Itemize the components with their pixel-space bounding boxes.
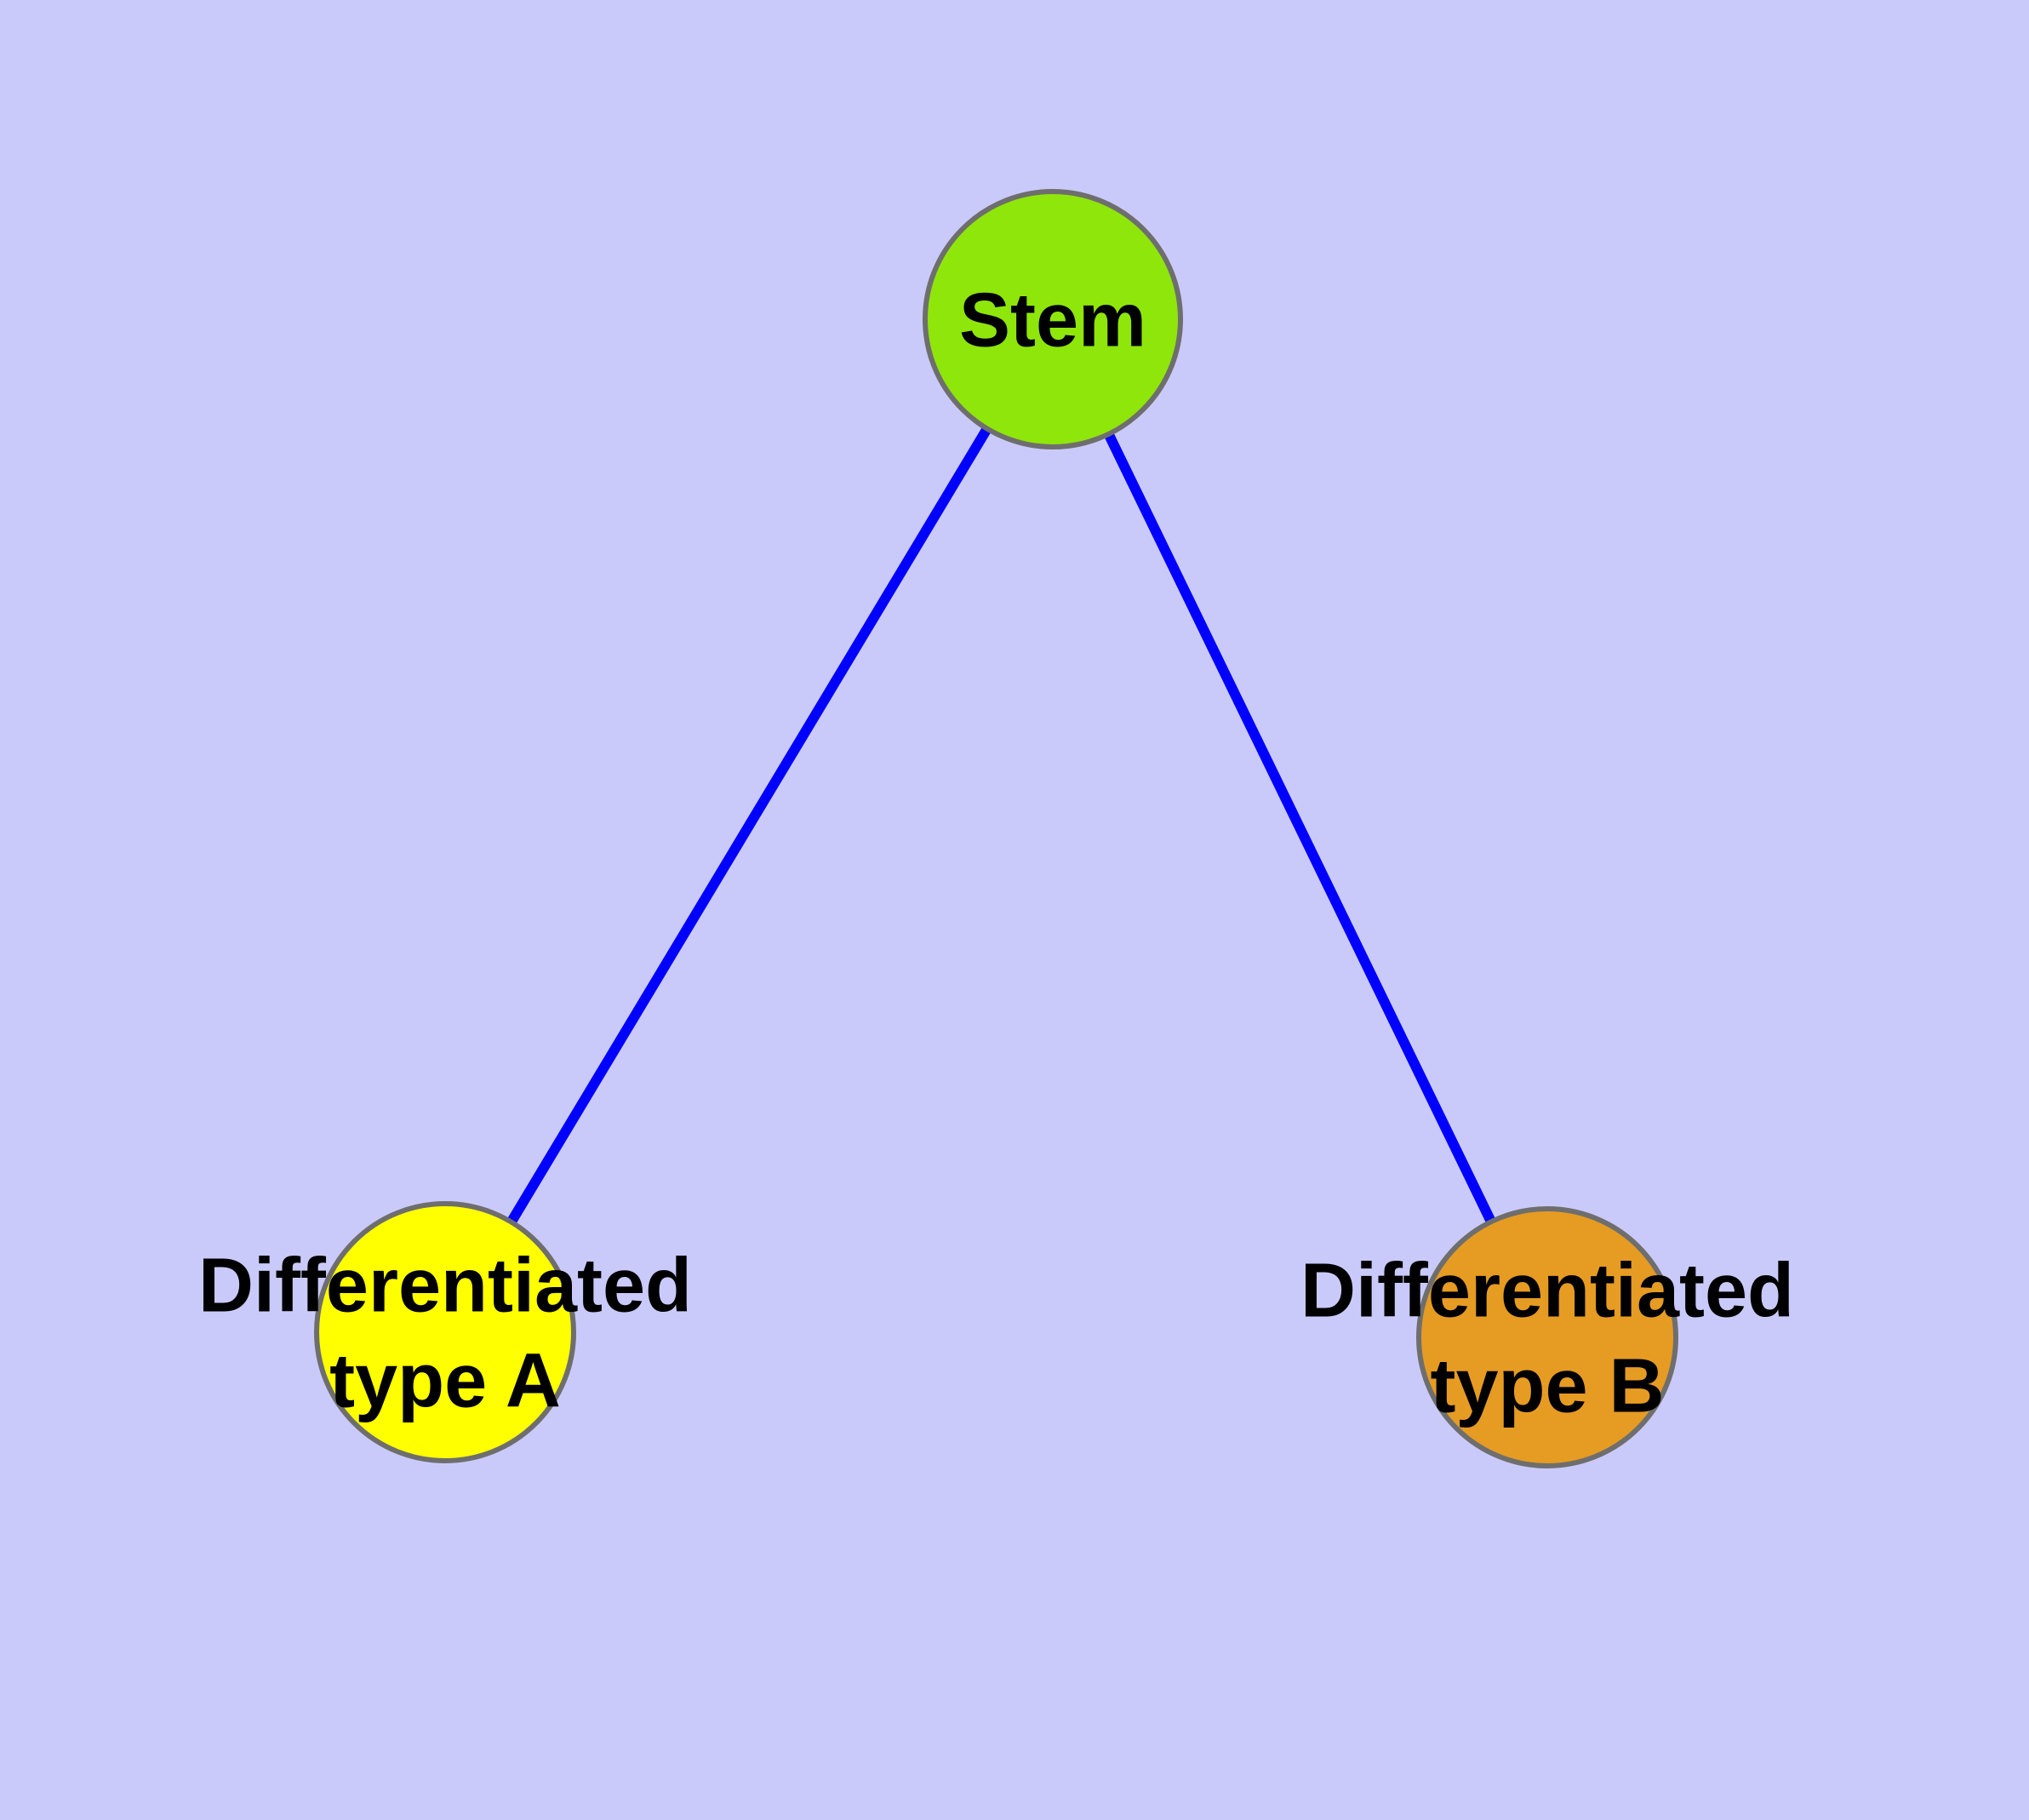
node-stem xyxy=(923,189,1183,449)
node-stem-label: Stem xyxy=(959,278,1146,363)
node-differentiated-type-a-label: Differentiated type A xyxy=(198,1244,692,1424)
node-differentiated-type-a-label-line-2: type A xyxy=(329,1339,561,1424)
node-differentiated-type-b-label-line-2: type B xyxy=(1430,1344,1664,1429)
node-differentiated-type-a-label-line-1: Differentiated xyxy=(198,1244,692,1329)
node-differentiated-type-b-label-line-1: Differentiated xyxy=(1300,1249,1794,1334)
node-differentiated-type-b-label: Differentiated type B xyxy=(1300,1249,1794,1429)
edge-stem-to-differentiated-type-a xyxy=(440,316,1058,1336)
node-differentiated-type-a xyxy=(314,1201,576,1463)
node-stem-label-line-1: Stem xyxy=(959,278,1146,363)
edge-stem-to-differentiated-type-b xyxy=(1048,317,1552,1340)
node-differentiated-type-b xyxy=(1416,1206,1678,1468)
